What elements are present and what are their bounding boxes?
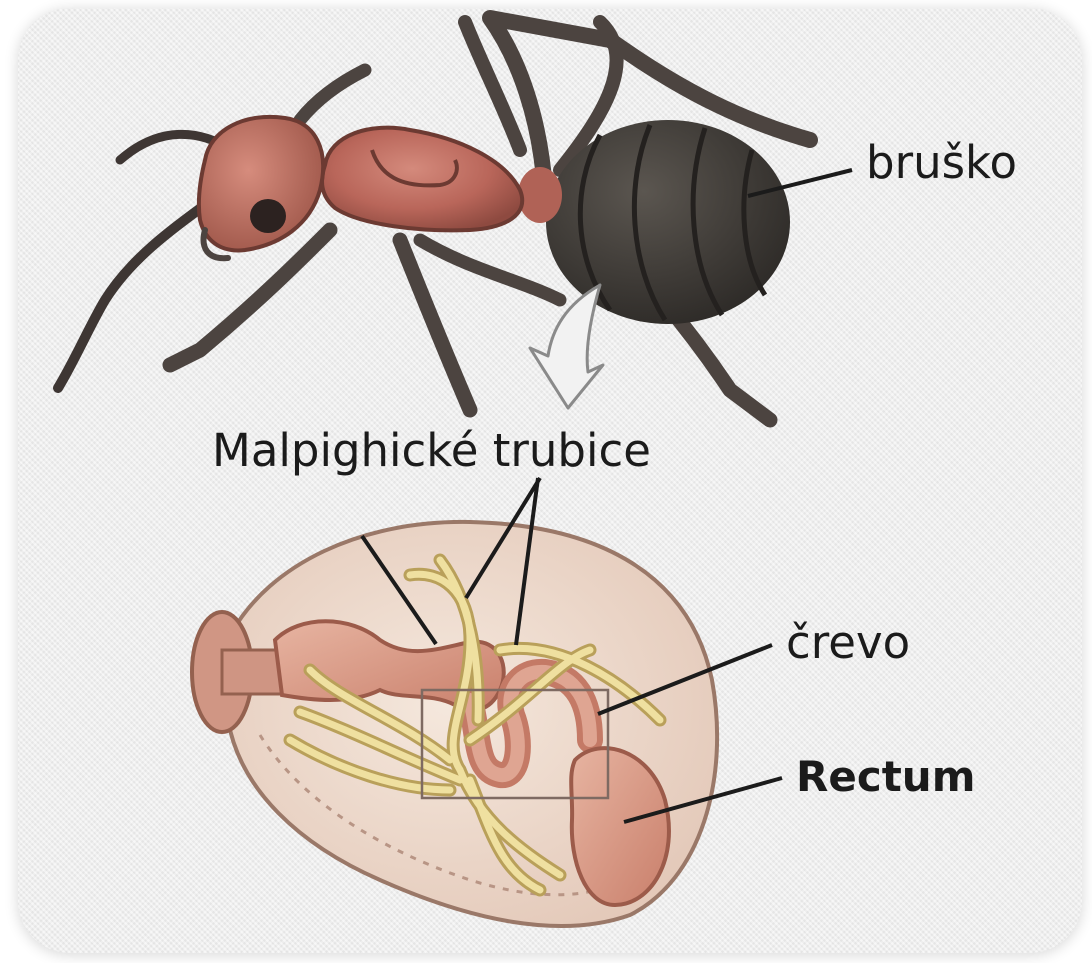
ant-abdomen [546, 120, 790, 324]
label-malpighian-tubules: Malpighické trubice [212, 428, 651, 473]
ant-petiole [518, 167, 562, 223]
ant-thorax [322, 128, 522, 231]
label-abdomen: bruško [866, 140, 1017, 185]
abdomen-cross-section [192, 522, 717, 926]
ant-head [199, 117, 323, 258]
label-rectum: Rectum [796, 756, 975, 798]
ant-figure [58, 18, 810, 420]
ant-eye [250, 199, 286, 233]
arrow-down-icon [530, 285, 603, 408]
label-intestine: črevo [786, 620, 910, 665]
